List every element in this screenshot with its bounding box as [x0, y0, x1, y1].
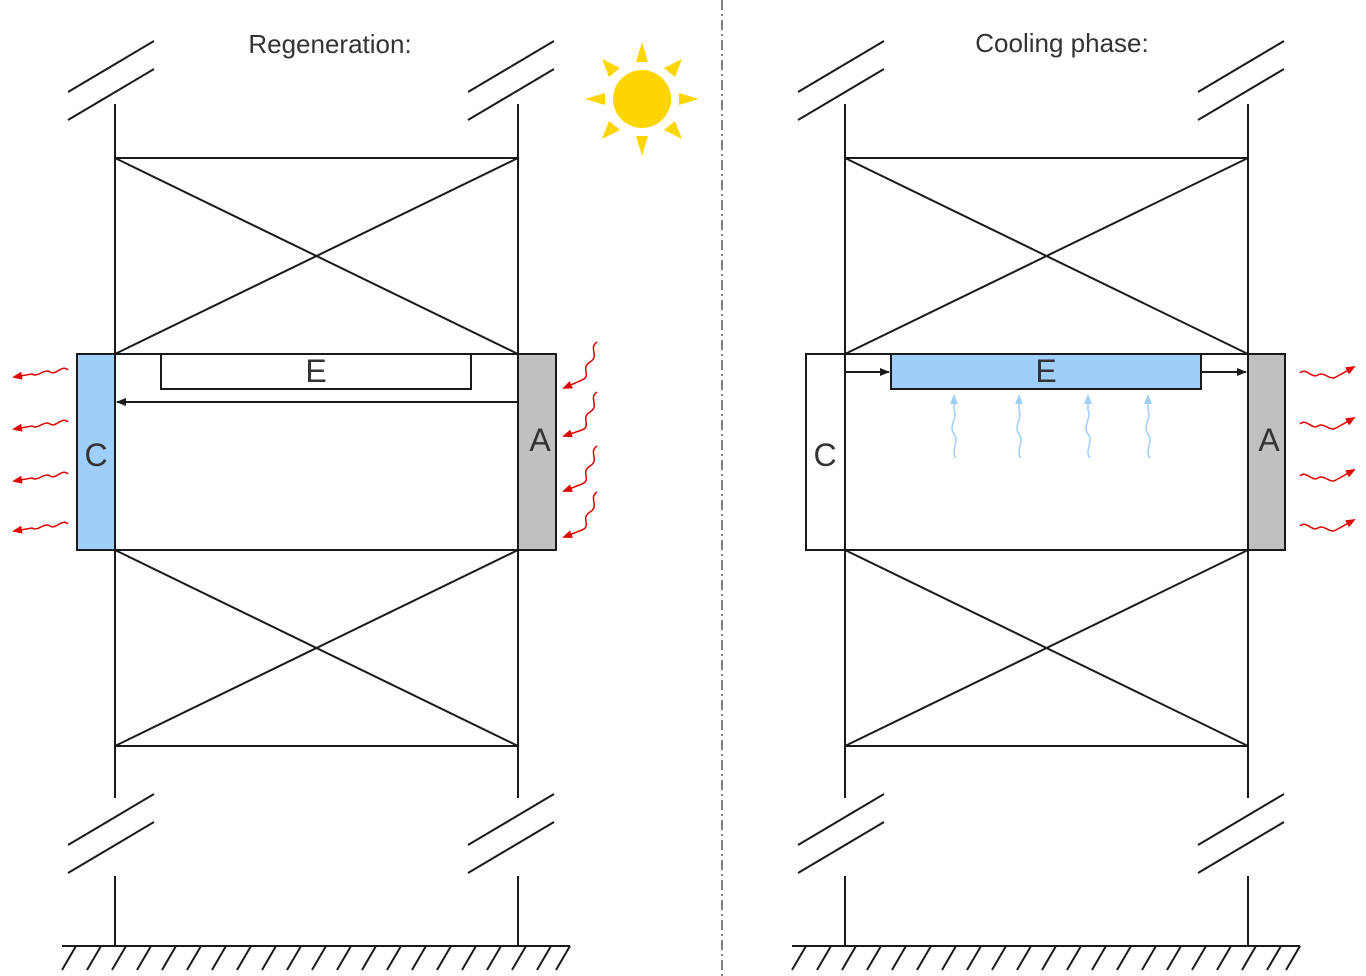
label-c: C — [84, 437, 107, 473]
outgoing-heat-waves — [12, 367, 69, 534]
wall-block-a — [517, 353, 557, 551]
lower-frame-left — [114, 549, 519, 747]
label-e: E — [305, 353, 326, 389]
wall-block-a — [1247, 353, 1286, 551]
break-marks-top-left — [67, 40, 555, 121]
label-a: A — [1258, 422, 1280, 458]
columns-right-panel — [844, 104, 1249, 946]
label-e: E — [1035, 353, 1056, 389]
wall-block-c — [805, 353, 846, 551]
upper-frame-left — [114, 157, 519, 355]
ground-left — [61, 945, 571, 971]
columns-left-panel — [114, 104, 519, 946]
label-c: C — [813, 437, 836, 473]
regeneration-panel: Regeneration: — [12, 29, 699, 971]
label-a: A — [529, 422, 551, 458]
break-marks-bottom-right — [797, 793, 1285, 874]
incoming-heat-waves — [562, 341, 598, 538]
channel-e — [890, 353, 1202, 390]
wall-block-c — [76, 353, 116, 551]
rising-air-waves — [950, 394, 1152, 459]
channel-e — [160, 353, 472, 390]
upper-frame-right — [844, 157, 1249, 355]
break-marks-top-right — [797, 40, 1285, 121]
lower-frame-right — [844, 549, 1249, 747]
cooling-panel: Cooling phase: — [791, 28, 1356, 971]
cooling-title: Cooling phase: — [975, 28, 1148, 58]
outgoing-heat-waves-right — [1299, 366, 1356, 532]
ground-right — [791, 945, 1301, 971]
regeneration-title: Regeneration: — [248, 29, 411, 59]
break-marks-bottom-left — [67, 793, 555, 874]
sun-icon — [585, 42, 699, 156]
